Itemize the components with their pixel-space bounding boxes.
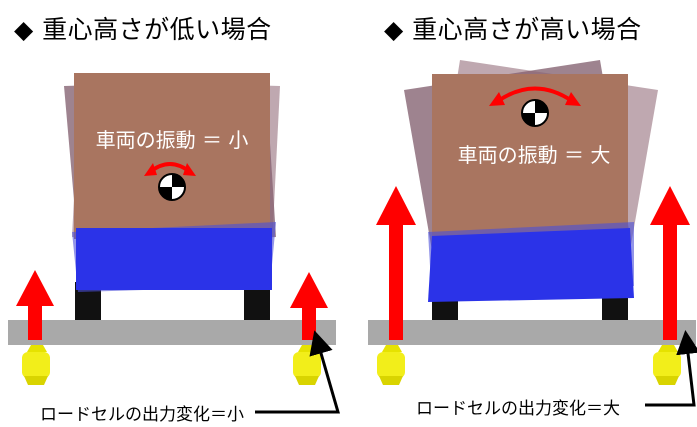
- right-leader-line: [645, 330, 697, 407]
- left-oscillation-arrow: [144, 162, 196, 176]
- left-leader-line: [255, 330, 340, 414]
- left-vibration-label: 車両の振動 ＝ 小: [96, 128, 249, 152]
- right-panel-title: ◆ 重心高さが高い場合: [384, 15, 642, 44]
- left-panel-title: ◆ 重心高さが低い場合: [14, 15, 272, 44]
- right-loadcell-left: [377, 345, 405, 385]
- left-loadcell-caption: ロードセルの出力変化＝小: [40, 405, 244, 425]
- right-loadcell-right: [653, 345, 681, 385]
- right-vehicle: 車両の振動 ＝ 大: [404, 60, 658, 320]
- left-bumper: [76, 228, 272, 290]
- right-vibration-label: 車両の振動 ＝ 大: [458, 143, 611, 167]
- left-body: [74, 73, 270, 239]
- right-force-arrow-right: [650, 186, 690, 340]
- left-road: [8, 320, 336, 345]
- left-force-arrow-left: [16, 270, 54, 340]
- left-vehicle: 車両の振動 ＝ 小: [64, 73, 280, 320]
- right-center-of-gravity-icon: [521, 99, 549, 127]
- right-oscillation-arrow: [489, 86, 581, 106]
- right-force-arrow-left: [376, 186, 416, 340]
- left-loadcell-right: [293, 345, 321, 385]
- left-center-of-gravity-icon: [158, 173, 186, 201]
- right-road: [368, 320, 696, 345]
- left-loadcell-left: [22, 345, 50, 385]
- right-bumper: [428, 228, 634, 302]
- right-loadcell-caption: ロードセルの出力変化＝大: [416, 399, 620, 419]
